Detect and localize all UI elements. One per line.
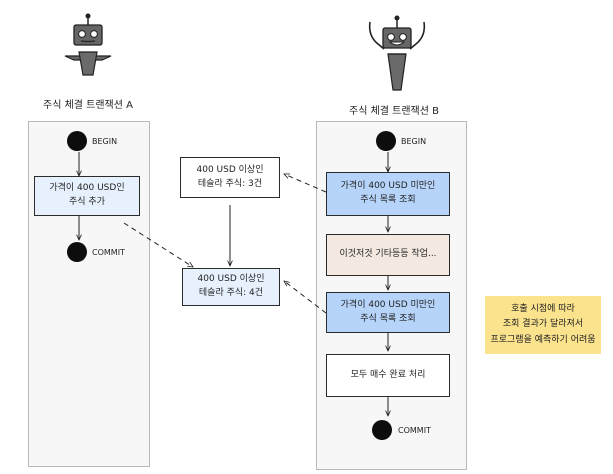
lane-b-etc-work-box: 이것저것 기타등등 작업...: [326, 234, 450, 276]
lane-b-commit-node: [372, 420, 392, 440]
lane-a-begin-label: BEGIN: [92, 137, 118, 146]
lane-b-buy-complete-box: 모두 매수 완료 처리: [326, 354, 450, 397]
lane-b-query-box-1: 가격이 400 USD 미만인 주식 목록 조회: [326, 172, 450, 216]
db-state-before-box: 400 USD 이상인 테슬라 주식: 3건: [180, 157, 280, 198]
db-state-after-box: 400 USD 이상인 테슬라 주식: 4건: [182, 268, 280, 306]
lane-b-commit-label: COMMIT: [398, 426, 431, 435]
lane-b-title: 주식 체결 트랜잭션 B: [349, 106, 439, 117]
lane-b-query-box-2: 가격이 400 USD 미만인 주식 목록 조회: [326, 292, 450, 333]
lane-a-add-stock-box: 가격이 400 USD인 주식 추가: [34, 176, 140, 216]
edge-q1-to-db-before: [284, 174, 327, 193]
lane-a-begin-node: [67, 131, 87, 151]
edge-a-add-to-db: [123, 222, 193, 267]
lane-a-title: 주식 체결 트랜잭션 A: [43, 100, 133, 111]
robot-a-icon: [64, 13, 112, 76]
phantom-read-note: 호출 시점에 따라 조회 결과가 달라져서 프로그램을 예측하기 어려움: [485, 296, 601, 354]
lane-a-commit-label: COMMIT: [92, 248, 125, 257]
lane-b-begin-label: BEGIN: [401, 137, 427, 146]
edge-q2-to-db-after: [284, 281, 327, 314]
lane-a-commit-node: [67, 242, 87, 262]
lane-b-begin-node: [376, 131, 396, 151]
robot-b-icon: [368, 15, 426, 91]
